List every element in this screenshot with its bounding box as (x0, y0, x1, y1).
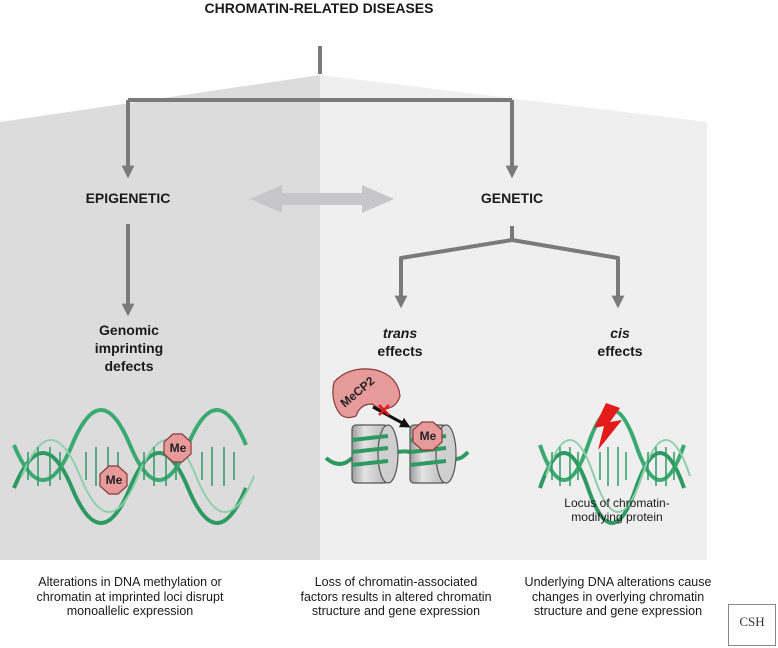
me-label: Me (170, 441, 187, 455)
csh-logo-text: CSH (739, 614, 765, 629)
methyl-mark-left-2: Me (99, 465, 128, 495)
methyl-mark-left-1: Me (163, 433, 192, 463)
caption-epigenetic: Alterations in DNA methylation or chroma… (36, 575, 224, 618)
nucleosome-diagram (324, 424, 470, 484)
dna-helix-left (12, 408, 255, 525)
trans-word: trans (382, 325, 418, 341)
cis-effects-label: cis effects (578, 324, 662, 360)
binding-arrow-icon (372, 405, 411, 428)
me-label: Me (106, 473, 123, 487)
cis-rest: effects (597, 343, 643, 359)
nucleosome-1 (351, 424, 399, 484)
double-arrow-icon (250, 185, 394, 213)
lightning-icon (594, 403, 622, 450)
cis-word: cis (610, 325, 630, 341)
caption-trans: Loss of chromatin-associated factors res… (300, 575, 492, 618)
me-label: Me (420, 429, 437, 443)
diagram-title: CHROMATIN-RELATED DISEASES (204, 0, 434, 16)
caption-cis: Underlying DNA alterations cause changes… (524, 575, 712, 618)
trans-effects-label: trans effects (350, 324, 450, 360)
trans-rest: effects (377, 343, 423, 359)
locus-label: Locus of chromatin-modifying protein (564, 496, 670, 524)
genetic-label: GENETIC (480, 190, 544, 206)
epigenetic-panel (0, 75, 320, 560)
methyl-mark-trans: Me (412, 421, 443, 451)
blocked-x-icon (378, 404, 390, 416)
mecp2-protein: MeCP2 (332, 368, 401, 419)
genomic-imprinting-label: Genomic imprinting defects (94, 322, 164, 374)
csh-logo: CSH (728, 604, 776, 646)
tree-connectors (121, 46, 625, 317)
epigenetic-label: EPIGENETIC (85, 190, 171, 206)
